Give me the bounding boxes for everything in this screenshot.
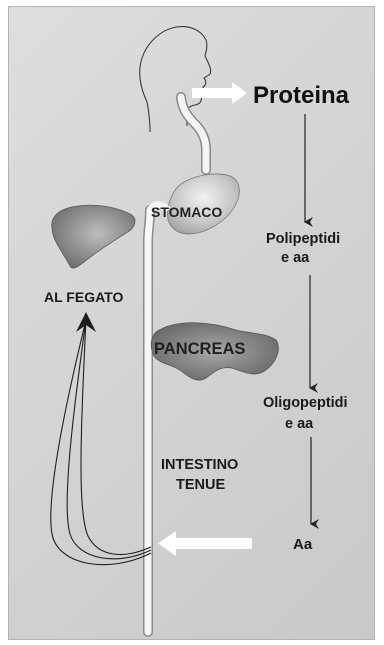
- input-arrow-icon: [192, 82, 247, 104]
- label-intestino: INTESTINO: [161, 458, 238, 473]
- liver-icon: [52, 205, 135, 268]
- portal-flow-arrows: [51, 320, 151, 565]
- label-aa: Aa: [293, 537, 312, 552]
- label-oligopeptidi-aa: e aa: [285, 417, 313, 432]
- label-polipeptidi-aa: e aa: [281, 251, 309, 266]
- label-oligopeptidi: Oligopeptidi: [263, 396, 348, 411]
- label-proteina: Proteina: [253, 84, 349, 108]
- label-stomaco: STOMACO: [151, 205, 222, 219]
- neck-line: [147, 102, 150, 132]
- label-al-fegato: AL FEGATO: [44, 290, 123, 304]
- label-polipeptidi: Polipeptidi: [266, 232, 340, 247]
- label-pancreas: PANCREAS: [154, 341, 245, 358]
- absorption-arrow-icon: [158, 531, 252, 556]
- label-tenue: TENUE: [176, 478, 225, 493]
- head-icon: [140, 27, 211, 126]
